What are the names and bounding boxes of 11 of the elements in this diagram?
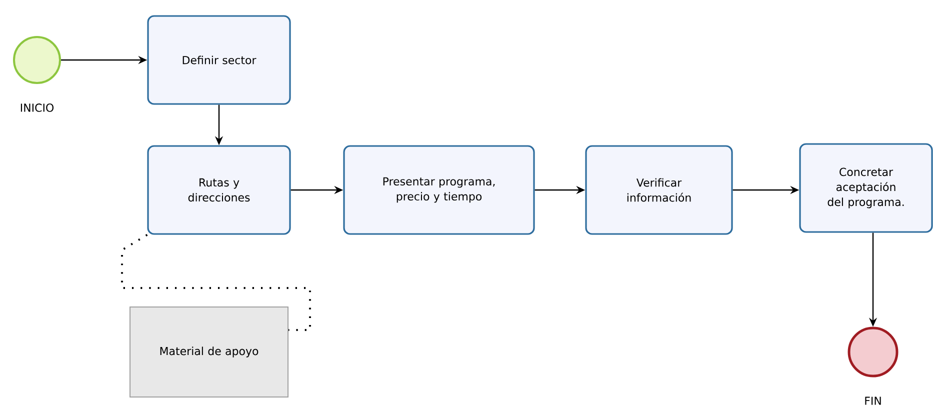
process-box: Verificar información [585,145,733,235]
process-box: Presentar programa, precio y tiempo [343,145,535,235]
process-box: Concretar aceptación del programa. [799,143,933,233]
event-label: INICIO [20,104,54,112]
event-label: FIN [865,396,881,405]
association-line [121,234,311,331]
data-object-box: Material de apoyo [130,306,288,398]
start-event-circle [13,36,61,84]
end-event-circle [848,326,898,378]
process-box: Definir sector [147,15,291,105]
process-box: Rutas y direcciones [147,145,291,235]
